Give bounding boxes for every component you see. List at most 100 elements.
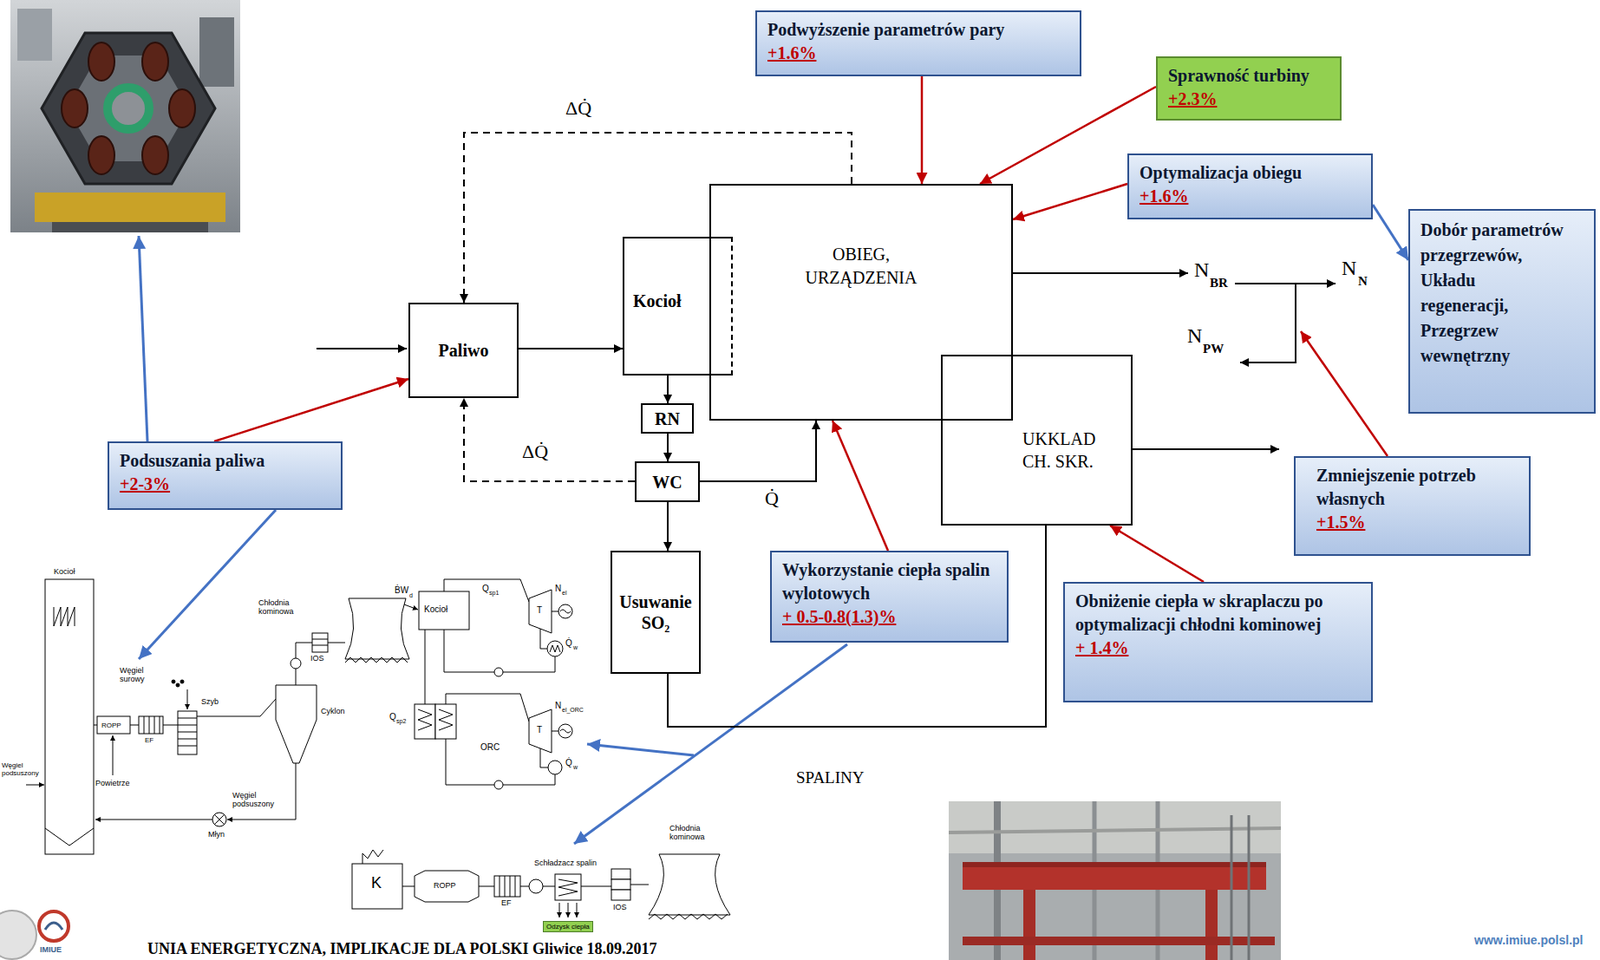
signal-name: N [1341,256,1357,281]
callout-title: Obniżenie ciepła w skraplaczu po optymal… [1075,589,1361,637]
percent-gain: + 0.5-0.8(1.3)% [782,605,997,629]
part-name: EF [144,736,154,745]
percent-gain: +1.5% [1316,510,1519,535]
plant-photo [1023,889,1036,960]
process-box: Paliwo [408,302,519,399]
callout-arrow [587,744,694,756]
box-label: WC [652,471,682,493]
machine-photo [10,0,241,233]
orc-schematic [417,709,432,731]
signal-subscript: d [409,592,413,599]
process-box: OBIEG, URZĄDZENIA [709,183,1013,421]
orc-schematic [494,780,503,790]
logo-text: IMIUE [39,945,62,954]
signal-subscript: w [573,764,578,771]
part-name: Q [389,711,397,722]
drying-schematic [149,716,151,734]
process-box: UKKLAD CH. SKR. [940,354,1133,526]
part-name: Q̇ [565,757,573,768]
flue-gas-schematic [509,875,511,897]
flow-line [1132,448,1280,451]
connector [667,525,1046,727]
part-name: T [536,605,543,615]
orc-schematic [438,709,453,731]
footer-text: UNIA ENERGETYCZNA, IMPLIKACJE DLA POLSKI… [147,940,658,959]
flue-gas-schematic [558,879,578,896]
machine-photo [88,136,115,175]
connector [699,420,817,482]
flue-gas-schematic [515,875,516,897]
orc-schematic [548,760,562,775]
connector [920,76,924,184]
part-name: Kocioł [53,567,76,576]
connector [666,502,669,551]
flue-gas-schematic [520,886,529,888]
machine-photo [41,32,216,184]
drying-schematic [227,763,296,820]
part-name: Chłodnia kominowa [669,823,722,842]
connector [518,347,623,350]
part-name: T [536,724,543,735]
orc-schematic [404,579,573,790]
callout-box: Podsuszania paliwa+2-3% [107,441,343,510]
drying-schematic [130,724,139,726]
machine-photo [107,87,150,130]
machine-photo [169,89,196,128]
flow-name: SPALINY [796,768,865,788]
drying-schematic [177,724,197,726]
signal-subscript: sp1 [489,589,499,596]
flue-gas-schematic [494,875,521,897]
callout-box: Wykorzystanie ciepła spalin wylotowych+ … [770,550,1009,643]
part-name: ORC [480,742,500,752]
part-name: Q [482,583,490,594]
flow-line [316,273,1336,450]
flow-line [1234,282,1336,285]
flue-gas-schematic [555,874,582,901]
part-name: Młyn [208,829,225,839]
box-label: UKKLAD CH. SKR. [1022,427,1125,473]
part-name: Q̇ [565,638,573,648]
part-name: Schładzacz spalin [534,858,597,868]
orc-schematic [445,693,529,722]
signal-name: N [1194,258,1209,282]
drying-schematic [327,642,346,644]
flue-gas-schematic [648,914,728,920]
plant-photo [962,936,1275,946]
drying-schematic [159,716,161,734]
machine-photo [88,42,115,81]
part-name: ḂW [394,585,409,595]
flue-gas-schematic [414,870,479,902]
machine-photo [142,136,169,175]
flow-label: Q̇ [763,487,781,510]
part-name: Szyb [201,697,219,706]
plant-photo [962,862,1267,868]
callout-arrow [1300,331,1388,457]
part-name: N [555,583,562,594]
part-name: Węgiel surowy [119,666,164,684]
orc-schematic [418,591,470,630]
signal-subscript: el_ORC [561,706,584,713]
percent-gain: +1.6% [767,41,1070,66]
orc-schematic [528,709,552,753]
drying-schematic [187,689,189,710]
process-box: Usuwanie SO₂ [610,550,701,674]
orc-schematic [551,731,559,732]
callout-arrow [574,644,848,844]
signal-subscript: N [1358,274,1368,289]
signal-subscript: sp2 [396,718,406,725]
connector [666,433,669,462]
orc-schematic [547,640,563,657]
drying-schematic [312,639,328,640]
logo [39,911,69,941]
flue-gas-schematic [352,863,403,909]
orc-schematic [558,724,573,738]
part-name: Odzysk ciepła [542,920,594,933]
note-box: Dobór parametrów przegrzewów, Układu reg… [1408,208,1596,414]
part-name: Cyklon [320,706,346,716]
drying-schematic [275,685,317,764]
flue-gas-schematic [402,886,415,888]
part-name: Węgiel podsuszony [232,790,283,809]
machine-photo [34,192,226,223]
orc-schematic [540,628,548,649]
